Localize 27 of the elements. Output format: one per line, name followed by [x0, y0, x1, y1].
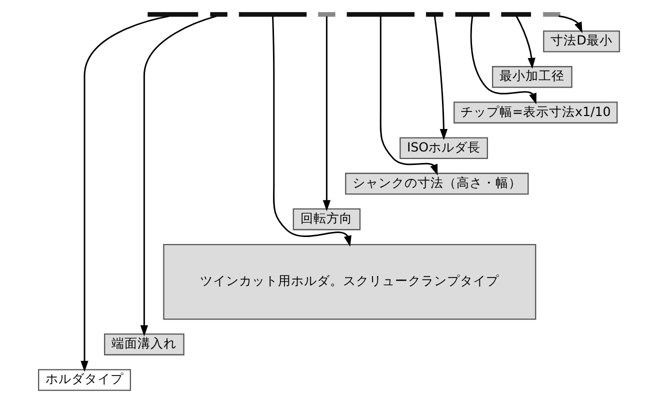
- arrow: [515, 16, 535, 69]
- node-box: ホルダタイプ: [38, 369, 130, 391]
- arrow: [433, 16, 448, 140]
- node-bar: [426, 12, 443, 17]
- node-box: チップ幅=表示寸法x1/10: [453, 102, 618, 124]
- node-box: シャンクの寸法（高さ・幅）: [344, 172, 528, 195]
- arrow: [272, 16, 351, 247]
- node-box: 寸法D最小: [542, 30, 620, 52]
- node-bar: [210, 12, 227, 17]
- arrow: [379, 16, 438, 176]
- arrow: [80, 15, 169, 372]
- arrow: [558, 15, 582, 34]
- node-bar: [542, 12, 560, 17]
- arrow: [322, 16, 330, 212]
- arrow: [470, 16, 536, 104]
- node-bar: [346, 12, 414, 17]
- node-box: 端面溝入れ: [104, 334, 184, 356]
- node-bar: [500, 12, 531, 17]
- node-box: 回転方向: [292, 208, 360, 230]
- arrow: [140, 15, 216, 336]
- node-box: ツインカット用ホルダ。スクリュークランプタイプ: [162, 244, 536, 320]
- node-box: ISOホルダ長: [399, 137, 488, 160]
- node-bar: [147, 12, 198, 17]
- node-bar: [238, 12, 306, 17]
- node-bar: [318, 12, 335, 17]
- node-box: 最小加工径: [492, 66, 572, 88]
- node-bar: [454, 12, 490, 17]
